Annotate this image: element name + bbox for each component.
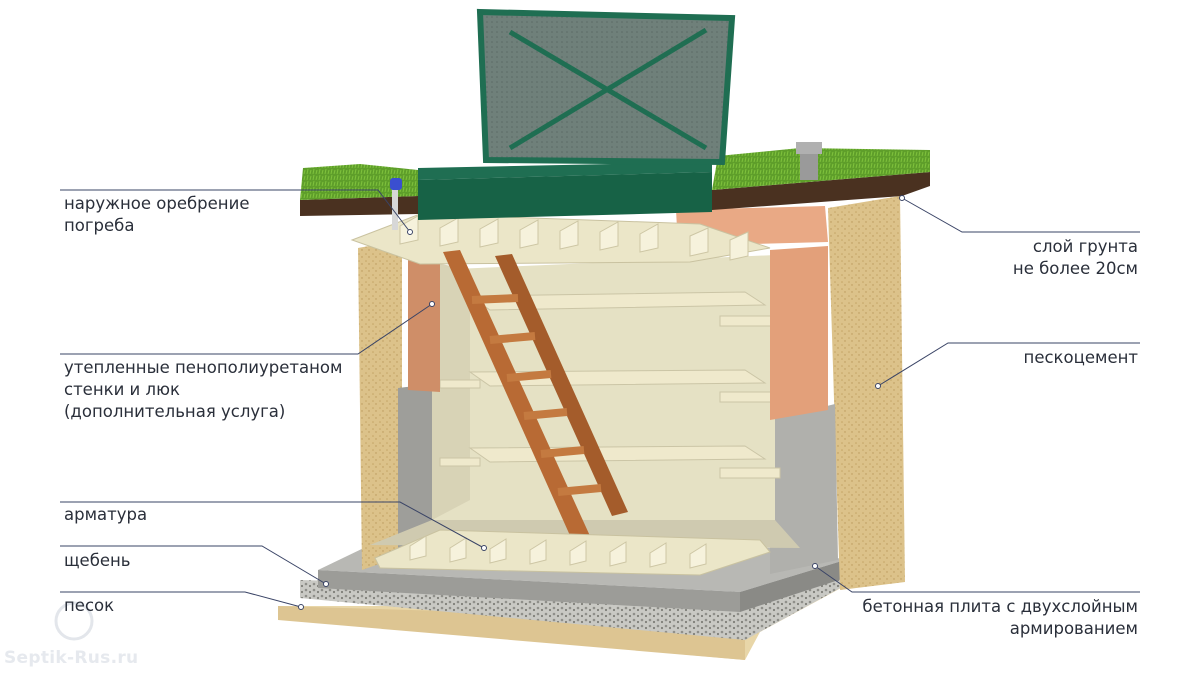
leader-lines	[60, 189, 1140, 608]
foam-insulation	[408, 206, 828, 420]
label-insulated-walls-line1: утепленные пенополиуретаном	[64, 358, 343, 377]
leader-dots	[298, 195, 905, 610]
label-sand: песок	[64, 596, 115, 615]
ladder	[443, 250, 628, 540]
concrete-slab-front	[318, 570, 740, 612]
label-soil-layer: слой грунта не более 20см	[1013, 236, 1138, 280]
label-concrete-slab: бетонная плита с двухслойным армирование…	[862, 596, 1138, 640]
sand-cement-right	[828, 196, 905, 590]
label-outer-ribbing: наружное оребрение погреба	[64, 193, 249, 237]
soil-layer-left	[300, 196, 418, 216]
grass-left	[300, 164, 418, 200]
concrete-wall-right	[770, 404, 838, 574]
blue-pipe	[390, 178, 402, 230]
outer-ribbing-fins	[399, 215, 749, 261]
label-outer-ribbing-line2: погреба	[64, 216, 135, 235]
vent-pipe	[796, 142, 822, 180]
floor-ribbing-fins	[409, 535, 707, 569]
soil-layer-right	[712, 172, 930, 210]
concrete-slab-side	[740, 560, 845, 612]
label-sand-cement: пескоцемент	[1023, 348, 1138, 367]
grass-right	[712, 148, 930, 190]
sand-cement-left	[358, 240, 402, 570]
watermark-text: Septik-Rus.ru	[4, 648, 139, 668]
label-soil-layer-line2: не более 20см	[1012, 259, 1138, 278]
label-soil-layer-line1: слой грунта	[1032, 237, 1138, 256]
label-insulated-walls-line2: стенки и люк	[64, 380, 180, 399]
concrete-wall-left	[398, 384, 432, 548]
label-gravel: щебень	[64, 551, 131, 570]
label-concrete-slab-line2: армированием	[1009, 619, 1138, 638]
label-insulated-walls: утепленные пенополиуретаном стенки и люк…	[64, 357, 342, 423]
label-outer-ribbing-line1: наружное оребрение	[64, 194, 250, 213]
label-rebar: арматура	[64, 505, 148, 524]
watermark-logo	[54, 601, 94, 641]
lid-frame-front	[418, 172, 712, 220]
label-concrete-slab-line1: бетонная плита с двухслойным	[862, 597, 1138, 616]
label-insulated-walls-line3: (дополнительная услуга)	[64, 402, 286, 421]
cellar-interior-left-wall	[432, 262, 470, 520]
lid-frame-top	[418, 162, 712, 180]
